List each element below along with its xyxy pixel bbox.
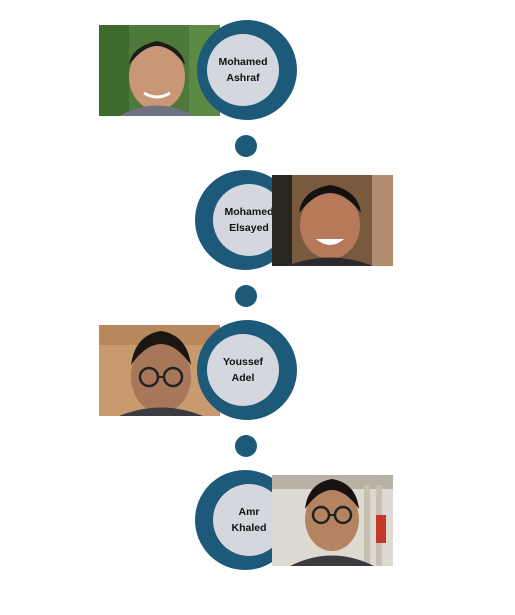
member-name: Youssef Adel [207,334,279,406]
timeline-connector-dot [235,135,257,157]
portrait-icon [272,175,393,266]
member-photo [272,175,393,266]
member-first-name: Amr [238,506,260,518]
member-last-name: Ashraf [226,72,260,84]
member-first-name: Youssef [222,356,264,368]
timeline-connector-dot [235,285,257,307]
member-first-name: Mohamed [224,206,274,218]
member-name: Mohamed Ashraf [207,34,279,106]
portrait-icon [272,475,393,566]
timeline-connector-dot [235,435,257,457]
member-first-name: Mohamed [218,56,268,68]
member-photo [272,475,393,566]
member-name-ring: Youssef Adel [197,320,297,420]
member-last-name: Elsayed [229,222,269,234]
member-last-name: Adel [231,372,255,384]
member-last-name: Khaled [231,522,267,534]
member-name-ring: Mohamed Ashraf [197,20,297,120]
